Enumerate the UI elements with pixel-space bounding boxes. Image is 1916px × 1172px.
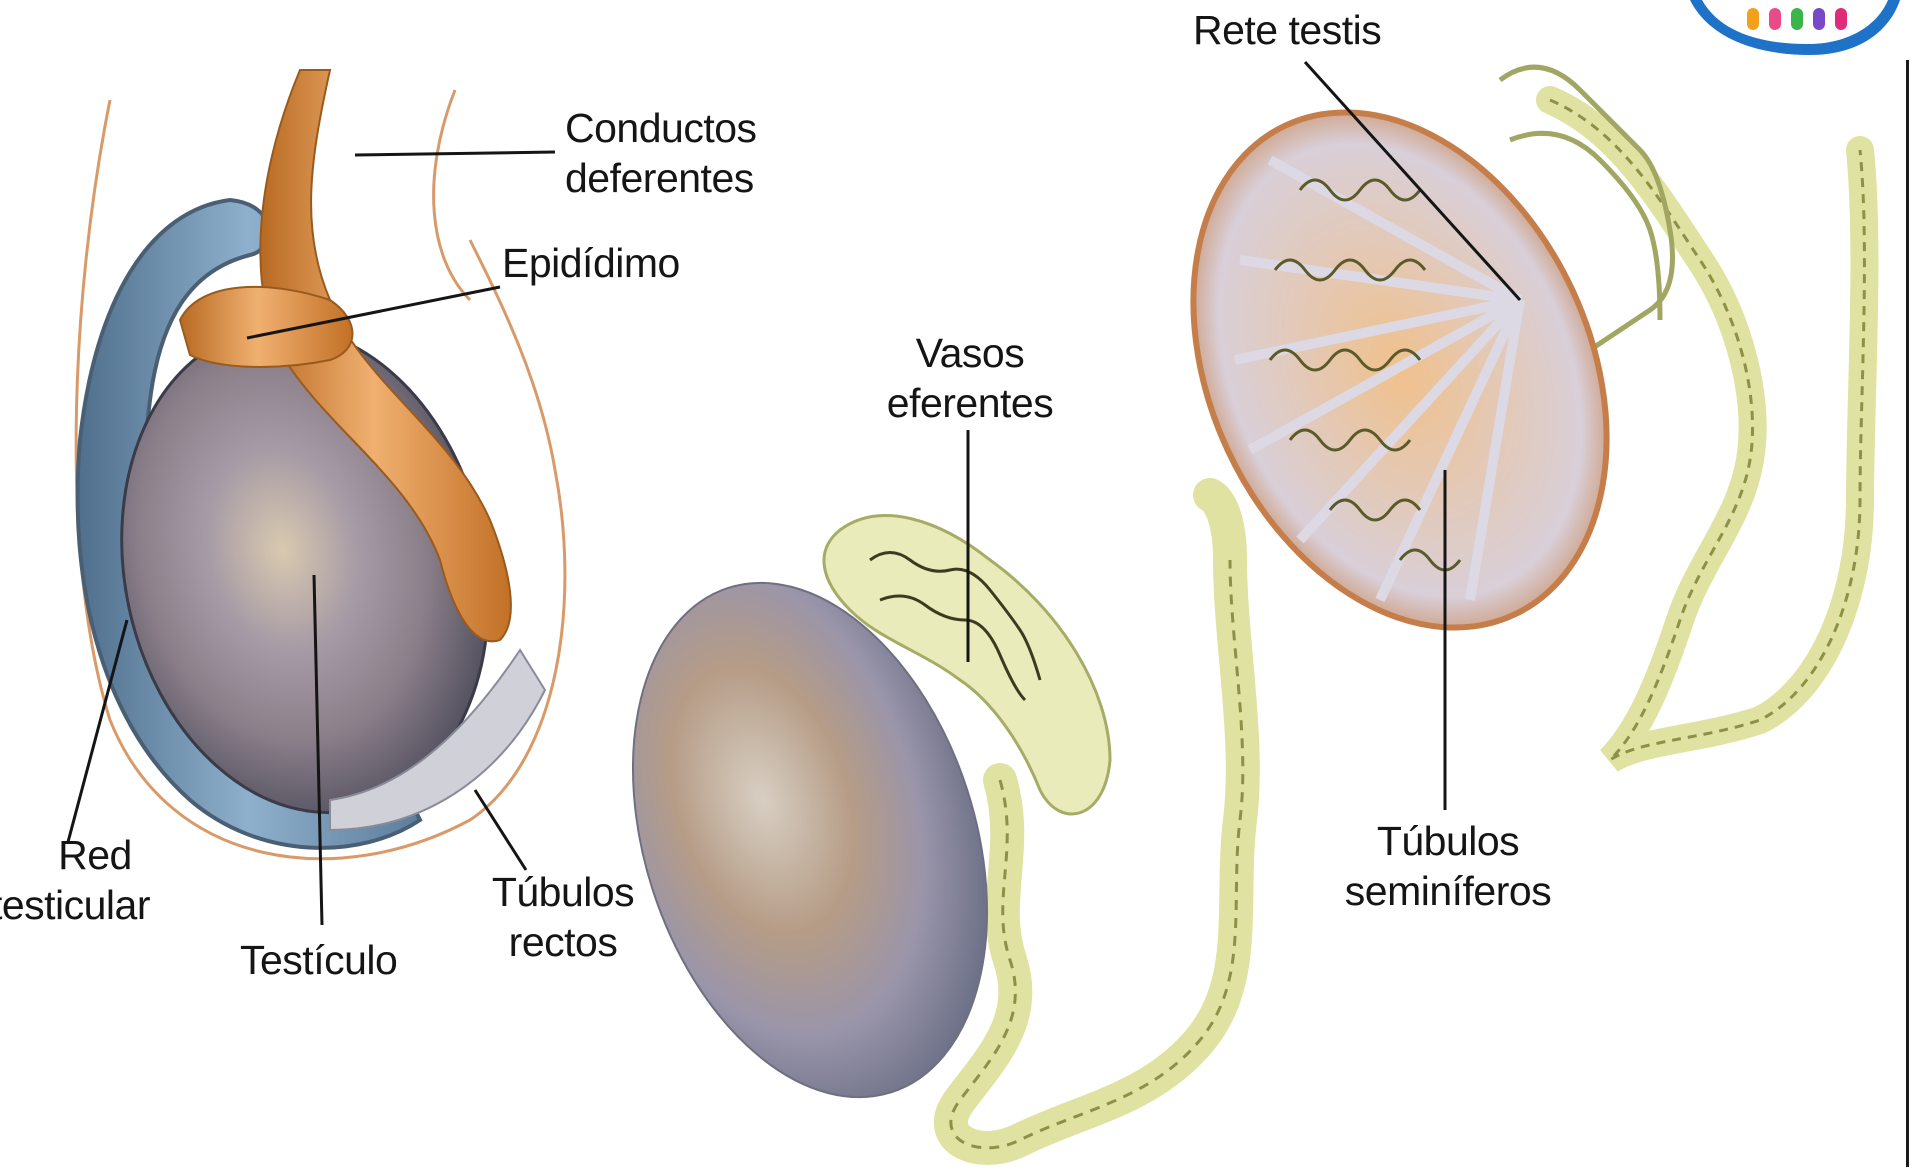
label-epididimo: Epidídimo — [502, 238, 680, 288]
logo-fragment — [1690, 0, 1900, 55]
label-testiculo: Testículo — [240, 935, 397, 985]
right-border — [1906, 60, 1909, 1167]
left-testis-illustration — [68, 70, 565, 925]
middle-testis-illustration — [571, 430, 1243, 1148]
label-rete-testis: Rete testis — [1193, 5, 1381, 55]
epididymis-head-shape — [180, 287, 353, 367]
